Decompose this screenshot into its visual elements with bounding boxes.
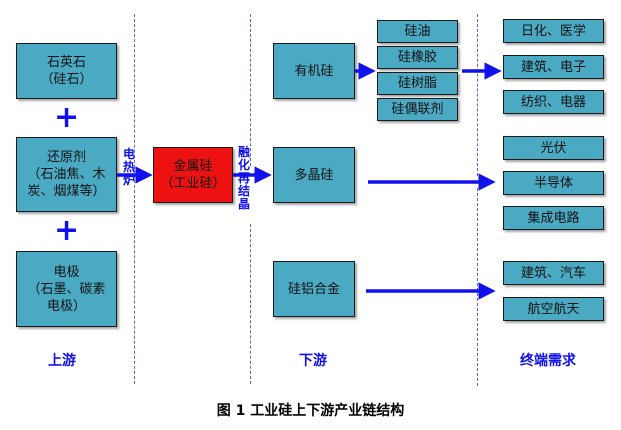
demand-item: 建筑、汽车 (503, 261, 604, 285)
organosilicon-product: 硅油 (377, 20, 458, 43)
demand-item: 纺织、电器 (503, 90, 604, 114)
demand-item: 半导体 (503, 171, 604, 195)
downstream-organosilicon: 有机硅 (273, 43, 355, 99)
divider-downstream-demand (477, 14, 478, 176)
demand-item: 建筑、电子 (503, 55, 604, 79)
organosilicon-product: 硅橡胶 (377, 46, 458, 69)
plus-icon: + (54, 100, 80, 135)
section-label-upstream: 上游 (48, 353, 76, 369)
divider-process-downstream (250, 14, 251, 166)
demand-item: 日化、医学 (503, 19, 604, 43)
demand-item: 光伏 (503, 136, 604, 160)
divider-process-downstream-lower (250, 224, 251, 384)
upstream-electrode: 电极 （石墨、碳素 电极） (16, 251, 117, 327)
upstream-reductant: 还原剂 （石油焦、木 炭、烟煤等） (16, 137, 117, 212)
demand-item: 航空航天 (503, 297, 604, 321)
demand-item: 集成电路 (503, 206, 604, 230)
divider-upstream-process (134, 14, 135, 384)
divider-downstream-demand-lower (477, 188, 478, 386)
plus-icon: + (54, 213, 80, 248)
metallic-silicon-box: 金属硅 （工业硅） (153, 147, 233, 203)
organosilicon-product: 硅树脂 (377, 72, 458, 95)
downstream-polysilicon: 多晶硅 (273, 147, 355, 203)
downstream-si-al-alloy: 硅铝合金 (273, 261, 355, 317)
section-label-downstream: 下游 (299, 353, 327, 369)
figure-caption: 图 1 工业硅上下游产业链结构 (216, 403, 405, 419)
section-label-end-demand: 终端需求 (520, 353, 576, 369)
upstream-quartz: 石英石 （硅石） (16, 43, 117, 99)
organosilicon-product: 硅偶联剂 (377, 98, 458, 121)
